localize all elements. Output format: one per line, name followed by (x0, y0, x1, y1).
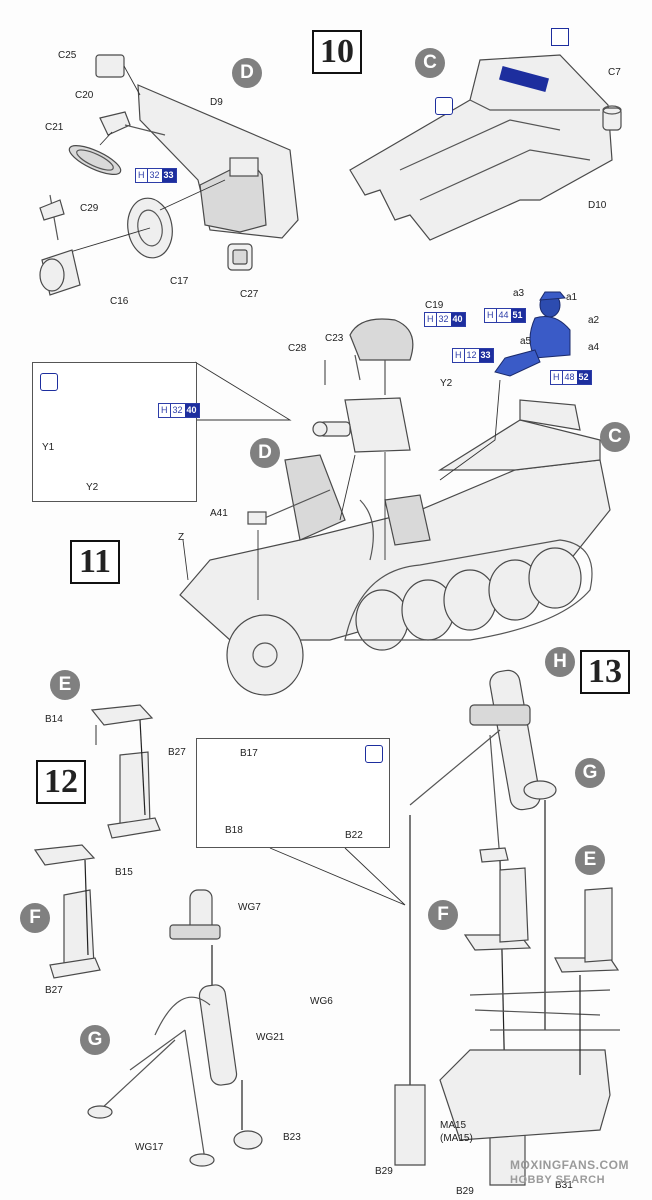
part-label-b31: B31 (555, 1180, 573, 1191)
part-label-wg7: WG7 (238, 902, 261, 913)
step12-seats (33, 704, 161, 979)
part-label-d10: D10 (588, 200, 607, 211)
badge-c-mid: C (600, 422, 630, 452)
mortar-large (394, 669, 620, 1186)
badge-g-right: G (575, 758, 605, 788)
badge-h-right: H (545, 647, 575, 677)
part-label-c17: C17 (170, 276, 189, 287)
badge-d-top: D (232, 58, 262, 88)
part-label-c19: C19 (425, 300, 444, 311)
part-label-c25: C25 (58, 50, 77, 61)
part-label-a4: a4 (588, 342, 600, 353)
part-label-wg6: WG6 (310, 996, 333, 1007)
brush-icon-bipod (365, 745, 383, 763)
dashboard-assembly (39, 54, 299, 296)
part-label-c27: C27 (240, 289, 259, 300)
part-label-b18: B18 (225, 825, 243, 836)
paint-stripe-icon (551, 28, 569, 46)
part-label-c29: C29 (80, 203, 99, 214)
watermark-line1: MOXINGFANS.COM (510, 1158, 630, 1172)
part-label-ma15-paren: (MA15) (440, 1133, 473, 1144)
part-label-c16: C16 (110, 296, 129, 307)
part-label-a5: a5 (520, 336, 532, 347)
brush-icon (40, 373, 58, 391)
step-11-number: 11 (70, 540, 120, 584)
part-label-b27-top: B27 (168, 747, 186, 758)
badge-e-right: E (575, 845, 605, 875)
badge-f-right: F (428, 900, 458, 930)
part-label-y1: Y1 (42, 442, 55, 453)
halftrack-vehicle (179, 399, 611, 696)
part-label-c7: C7 (608, 67, 621, 78)
part-label-b15: B15 (115, 867, 133, 878)
part-label-c23: C23 (325, 333, 344, 344)
floor-plate (349, 54, 622, 241)
part-label-b22: B22 (345, 830, 363, 841)
part-label-z: Z (178, 532, 185, 543)
part-label-a3: a3 (513, 288, 525, 299)
step-13-number: 13 (580, 650, 630, 694)
badge-f-left: F (20, 903, 50, 933)
part-label-c28: C28 (288, 343, 307, 354)
part-label-b23: B23 (283, 1132, 301, 1143)
decal-icon (435, 97, 453, 115)
part-label-b29-left: B29 (375, 1166, 393, 1177)
part-label-c20: C20 (75, 90, 94, 101)
part-label-y2-inset: Y2 (86, 482, 99, 493)
badge-d-mid: D (250, 438, 280, 468)
part-label-b17: B17 (240, 748, 258, 759)
crew-figure (494, 291, 571, 377)
step-10-number: 10 (312, 30, 362, 74)
badge-e-left: E (50, 670, 80, 700)
part-label-ma15: MA15 (440, 1120, 467, 1131)
part-label-b14: B14 (45, 714, 63, 725)
part-label-b27-low: B27 (45, 985, 63, 996)
badge-c-top: C (415, 48, 445, 78)
inset-bipod (196, 738, 390, 848)
watermark-line2: HOBBY SEARCH (510, 1174, 606, 1186)
inset-y1-y2 (32, 362, 197, 502)
step11-small-parts (312, 318, 501, 560)
part-label-a2: a2 (588, 315, 600, 326)
part-label-wg17: WG17 (135, 1142, 164, 1153)
part-label-a41: A41 (210, 508, 228, 519)
step-12-number: 12 (36, 760, 86, 804)
part-label-c21: C21 (45, 122, 64, 133)
part-label-b29-right: B29 (456, 1186, 474, 1197)
mortar-small (87, 889, 263, 1167)
part-label-a1: a1 (566, 292, 578, 303)
part-label-d9: D9 (210, 97, 223, 108)
badge-g-left: G (80, 1025, 110, 1055)
part-label-wg21: WG21 (256, 1032, 285, 1043)
part-label-y2: Y2 (440, 378, 453, 389)
